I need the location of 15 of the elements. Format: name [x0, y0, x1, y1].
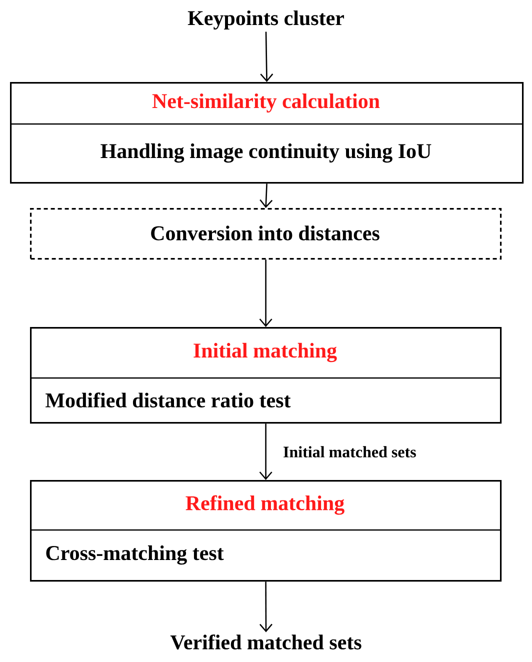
arrow — [259, 582, 272, 632]
box-heading: Initial matching — [194, 342, 337, 362]
box-text: Modified distance ratio test — [46, 392, 291, 408]
arrow — [260, 184, 273, 208]
box-text: Handling image continuity using IoU — [100, 143, 432, 163]
arrow — [260, 32, 274, 82]
arrow — [259, 260, 272, 327]
arrow — [259, 424, 272, 480]
flow-text: Keypoints cluster — [188, 10, 344, 30]
box-text: Conversion into distances — [151, 226, 380, 240]
box-text: Cross-matching test — [46, 545, 224, 565]
flow-text: Verified matched sets — [170, 634, 362, 650]
box-heading: Net-similarity calculation — [152, 93, 380, 113]
edge-label: Initial matched sets — [284, 446, 416, 458]
box-heading: Refined matching — [186, 495, 344, 515]
